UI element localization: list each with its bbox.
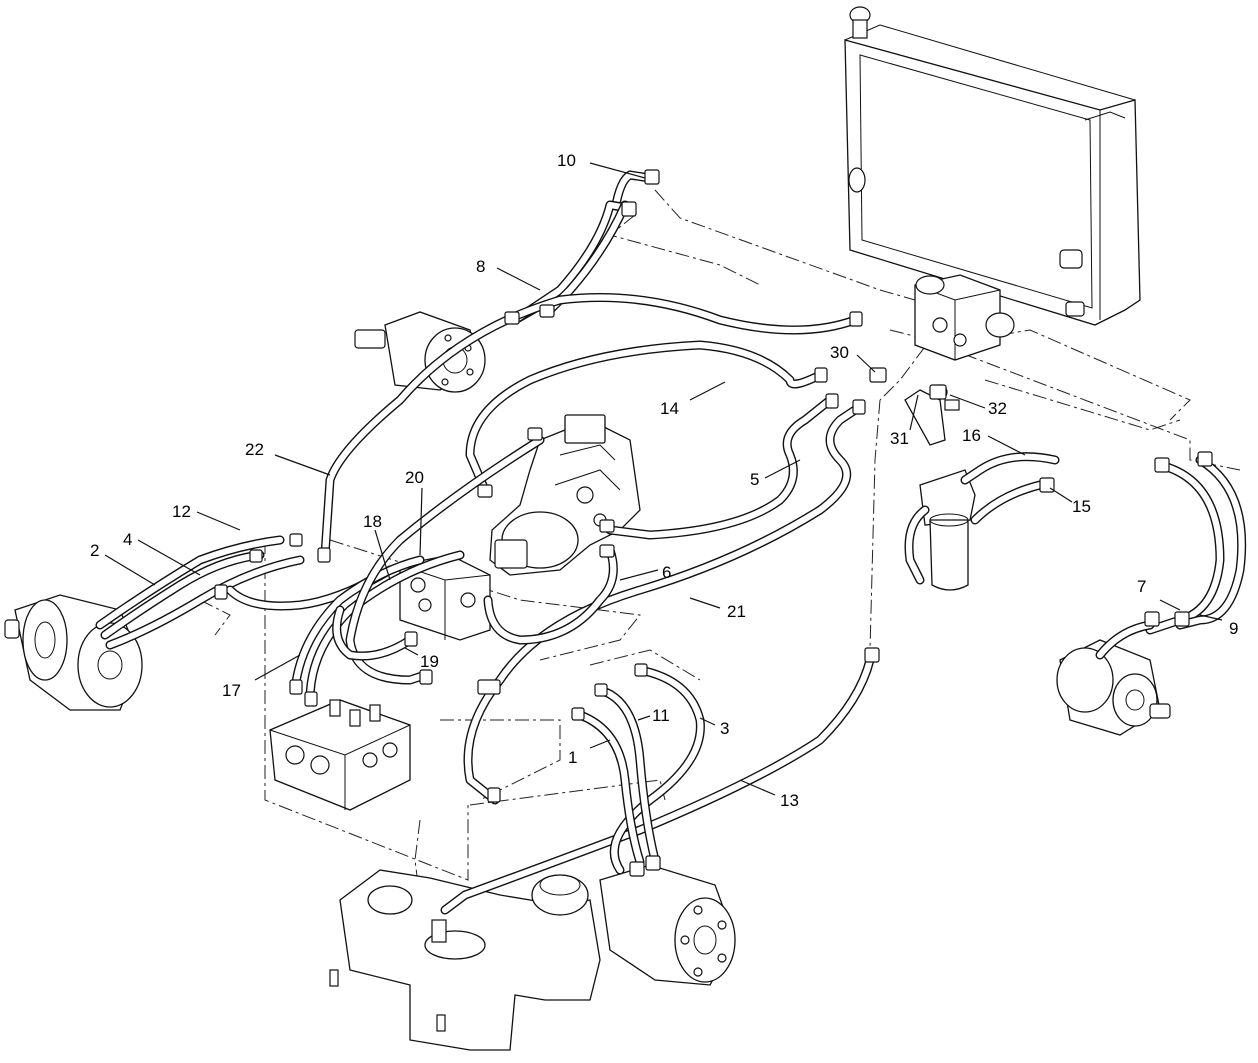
leader-lines: [104, 162, 1223, 796]
wheel-motor-right: [1056, 639, 1171, 736]
hydrostatic-pump: [489, 414, 641, 576]
callout-8: 8: [476, 257, 485, 276]
callout-16: 16: [962, 426, 981, 445]
callout-2: 2: [90, 541, 99, 560]
callout-20: 20: [405, 468, 424, 487]
wheel-motor-left: [4, 594, 143, 711]
callout-6: 6: [662, 563, 671, 582]
hoses: [95, 170, 1247, 915]
hose-fittings: [214, 169, 1213, 877]
hydraulic-filter: [904, 384, 976, 591]
callout-30: 30: [830, 343, 849, 362]
callout-14: 14: [660, 399, 679, 418]
callout-17: 17: [222, 681, 241, 700]
callout-13: 13: [780, 791, 799, 810]
lift-valve-block: [269, 699, 411, 811]
callout-15: 15: [1072, 497, 1091, 516]
callout-7: 7: [1137, 577, 1146, 596]
callout-19: 19: [420, 652, 439, 671]
callout-12: 12: [172, 502, 191, 521]
callout-31: 31: [890, 429, 909, 448]
callout-21: 21: [727, 602, 746, 621]
callout-18: 18: [363, 512, 382, 531]
oil-cooler: [844, 6, 1141, 326]
callout-4: 4: [123, 530, 132, 549]
callout-labels: 10 8 30 14 32 31 16 22 5 20 15 12 18 4 2…: [90, 151, 1238, 810]
callout-3: 3: [720, 719, 729, 738]
callout-11: 11: [652, 706, 670, 725]
callout-32: 32: [988, 399, 1007, 418]
callout-22: 22: [245, 440, 264, 459]
callout-10: 10: [557, 151, 576, 170]
callout-1: 1: [568, 748, 577, 767]
wheel-motor-bottom: [599, 864, 736, 986]
hydraulic-tank: [329, 869, 601, 1051]
callout-9: 9: [1229, 619, 1238, 638]
callout-5: 5: [750, 470, 759, 489]
cooler-manifold: [914, 274, 1015, 361]
phantom-frame-lines: [199, 189, 1241, 901]
control-valve-block: [399, 554, 491, 641]
